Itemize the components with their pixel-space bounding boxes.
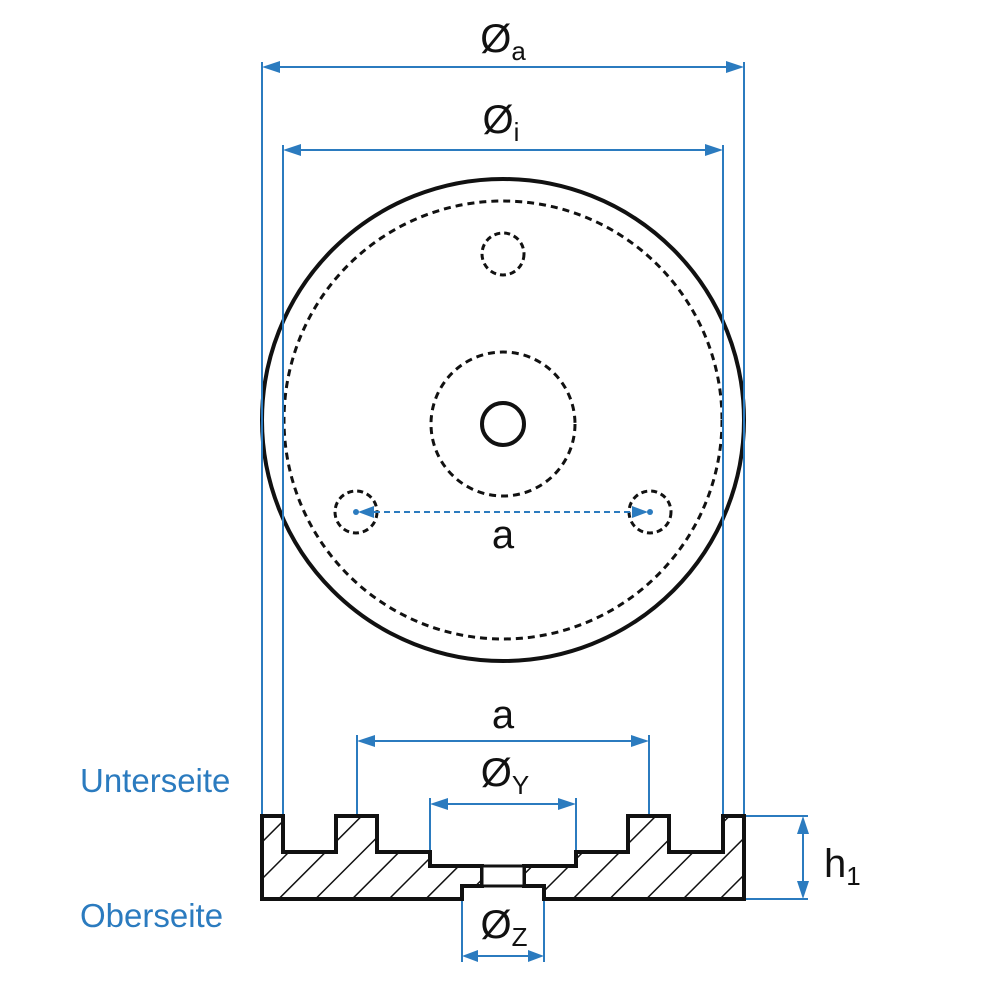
bore-diameter-label: ØZ xyxy=(480,903,527,952)
height-dimension xyxy=(797,816,809,899)
hole-spacing-label-section: a xyxy=(492,693,515,737)
hole-spacing-dimension-top xyxy=(353,506,653,518)
inner-diameter-dimension xyxy=(283,144,723,156)
center-bore-section xyxy=(480,864,526,888)
inner-diameter-label: Øi xyxy=(483,98,520,147)
bore-diameter-dimension xyxy=(462,950,544,962)
cross-section-left xyxy=(260,814,484,901)
cross-section-right xyxy=(522,814,746,901)
outer-diameter-dimension xyxy=(262,61,744,73)
center-bore-circle xyxy=(480,401,526,447)
outer-circle xyxy=(260,177,746,663)
height-label: h1 xyxy=(824,842,861,891)
recess-diameter-dimension xyxy=(430,798,576,810)
underside-label: Unterseite xyxy=(80,762,230,799)
recess-circle-dashed xyxy=(429,350,577,498)
hole-spacing-label-top: a xyxy=(492,513,515,557)
hole-circle-top xyxy=(480,231,526,277)
topside-label: Oberseite xyxy=(80,897,223,934)
top-view xyxy=(260,177,746,663)
recess-diameter-label: ØY xyxy=(481,751,529,800)
hole-spacing-dimension-section xyxy=(357,735,649,747)
outer-diameter-label: Øa xyxy=(480,17,526,66)
inner-circle-dashed xyxy=(282,199,724,641)
